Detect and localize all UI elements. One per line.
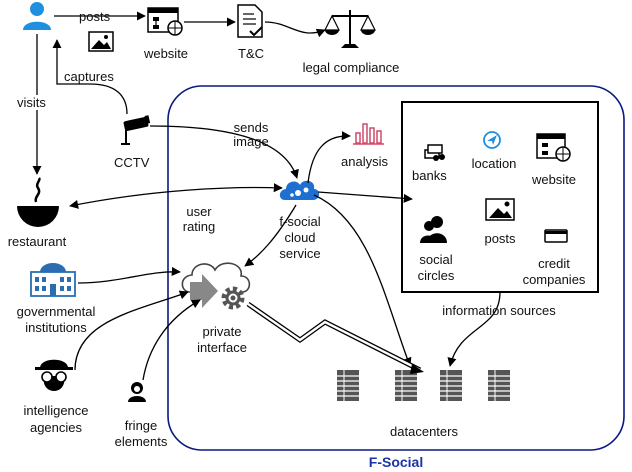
visits-label: visits — [17, 95, 46, 110]
fringe-person-icon — [128, 382, 146, 402]
photo-icon — [88, 31, 114, 52]
user-label: user — [186, 204, 212, 219]
banks-label: banks — [412, 168, 447, 183]
info-datacenter-arrow — [447, 291, 501, 367]
fringe-label: fringe — [124, 418, 158, 433]
terms-document-icon — [237, 4, 263, 38]
government-building-icon — [30, 263, 76, 297]
rating-label: rating — [182, 219, 216, 234]
credit-label: credit — [538, 256, 570, 271]
banks-icon — [424, 144, 445, 161]
private-label: private — [202, 324, 242, 339]
datacenter-servers-icon — [337, 370, 510, 401]
tc-label: T&C — [238, 46, 264, 61]
datacenters-label: datacenters — [390, 424, 458, 439]
private-datacenter-link — [246, 301, 422, 373]
analysis-chart-icon — [353, 123, 384, 145]
gov-private-arrow — [77, 266, 181, 284]
image-label: image — [233, 134, 269, 149]
cctv-label: CCTV — [114, 155, 150, 170]
website-icon — [147, 7, 183, 36]
analysis-label: analysis — [341, 154, 388, 169]
companies-label: companies — [522, 272, 586, 287]
service-label: service — [279, 246, 321, 261]
scales-icon — [324, 10, 376, 48]
captures-label: captures — [64, 69, 114, 84]
website-label: website — [143, 46, 189, 61]
website-sources-icon — [536, 133, 571, 162]
posts-label: posts — [79, 9, 111, 24]
analysis-arrow — [307, 131, 351, 184]
interface-label: interface — [197, 340, 247, 355]
intelligence-label: intelligence — [23, 403, 89, 418]
rating-arrow — [69, 183, 283, 209]
fsocial-label: f-social — [279, 214, 321, 229]
captures-arrow — [52, 39, 128, 115]
legal-compliance-label: legal compliance — [302, 60, 400, 75]
private-interface-icon — [181, 262, 251, 310]
spy-icon — [35, 359, 73, 391]
cloud-datacenter-arrow — [313, 194, 412, 367]
location-icon — [483, 131, 501, 149]
posts-photo-icon — [485, 198, 515, 221]
credit-card-icon — [544, 229, 568, 243]
governmental-label: governmental — [16, 304, 96, 319]
sends-label: sends — [233, 120, 269, 135]
fsocial-brand-label: F-Social — [368, 454, 424, 470]
sources-arrow — [317, 191, 413, 203]
elements-label: elements — [114, 434, 168, 449]
restaurant-label: restaurant — [7, 234, 67, 249]
fringe-private-arrow — [142, 299, 201, 381]
website-source-label: website — [531, 172, 577, 187]
social-circles-icon — [420, 216, 447, 243]
social-label: social — [419, 252, 453, 267]
intel-private-arrow — [74, 290, 189, 371]
agencies-label: agencies — [29, 420, 83, 435]
information-sources-label: information sources — [442, 303, 556, 318]
cctv-camera-icon — [121, 115, 151, 145]
sends-image-arrow — [149, 125, 299, 179]
location-label: location — [471, 156, 517, 171]
fsocial-cloud-icon — [279, 180, 320, 200]
circles-label: circles — [417, 268, 455, 283]
tc-legal-arrow — [264, 21, 326, 38]
posts-source-label: posts — [484, 231, 516, 246]
fsocial-frame — [167, 85, 625, 451]
cloud-label: cloud — [284, 230, 316, 245]
user-icon — [23, 2, 51, 30]
cloud-private-arrow — [244, 204, 297, 267]
restaurant-dish-icon — [17, 177, 59, 227]
institutions-label: institutions — [25, 320, 87, 335]
